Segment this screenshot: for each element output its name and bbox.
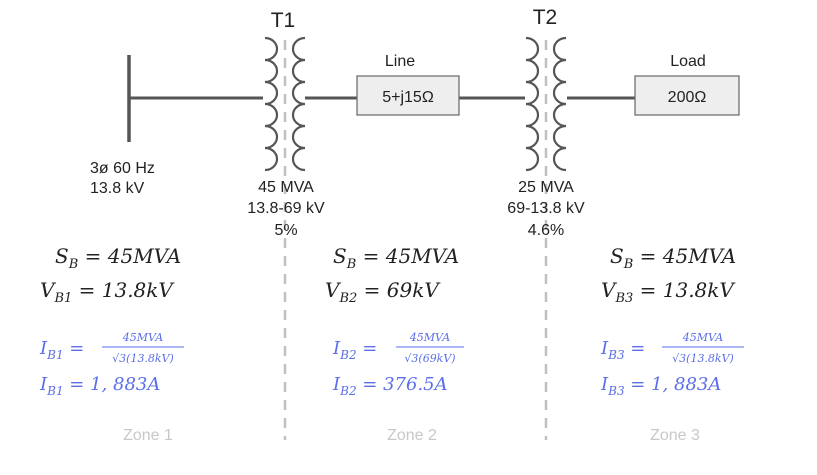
zone2-vb: VB2 = 69kV: [325, 278, 441, 306]
zone2-ib-denominator: √3(69kV): [404, 352, 455, 365]
zone1-ib-result: IB1 = 1, 883A: [39, 374, 160, 398]
zone2-ib-lhs: IB2 =: [332, 338, 377, 362]
t2-impedance: 4.6%: [528, 222, 564, 239]
zone3-ib-lhs: IB3 =: [600, 338, 645, 362]
zone2-sb: SB = 45MVA: [333, 244, 459, 272]
zone1-ib-numerator: 45MVA: [122, 331, 163, 344]
t2-transformer-symbol: [525, 36, 567, 172]
load-box: [634, 75, 740, 116]
zone2-ib-numerator: 45MVA: [409, 331, 450, 344]
load-value: 200Ω: [668, 89, 707, 106]
zone1-ib-denominator: √3(13.8kV): [112, 352, 174, 365]
zone2-label: Zone 2: [387, 427, 437, 444]
t1-label: T1: [271, 9, 296, 32]
zone2-ib-result: IB2 = 376.5A: [332, 374, 448, 398]
t1-impedance: 5%: [274, 222, 297, 239]
zone1-sb: SB = 45MVA: [55, 244, 181, 272]
zone1-label: Zone 1: [123, 427, 173, 444]
t2-label: T2: [533, 6, 558, 29]
t2-voltage: 69-13.8 kV: [507, 200, 585, 217]
t1-rating: 45 MVA: [258, 179, 314, 196]
line-label: Line: [385, 53, 415, 70]
zone3-vb: VB3 = 13.8kV: [601, 278, 736, 306]
t1-transformer-symbol: [264, 36, 306, 172]
source-voltage: 13.8 kV: [90, 180, 145, 197]
zone1-ib-lhs: IB1 =: [39, 338, 84, 362]
zone1-vb: VB1 = 13.8kV: [40, 278, 175, 306]
line-impedance-box: [356, 75, 460, 116]
zone3-ib-result: IB3 = 1, 883A: [600, 374, 721, 398]
t1-voltage: 13.8-69 kV: [247, 200, 325, 217]
source-phase-freq: 3ø 60 Hz: [90, 160, 155, 177]
t2-rating: 25 MVA: [518, 179, 574, 196]
line-impedance-value: 5+j15Ω: [382, 89, 434, 106]
load-label: Load: [670, 53, 706, 70]
zone3-ib-numerator: 45MVA: [682, 331, 723, 344]
zone3-sb: SB = 45MVA: [610, 244, 736, 272]
zone3-ib-denominator: √3(13.8kV): [672, 352, 734, 365]
zone3-label: Zone 3: [650, 427, 700, 444]
